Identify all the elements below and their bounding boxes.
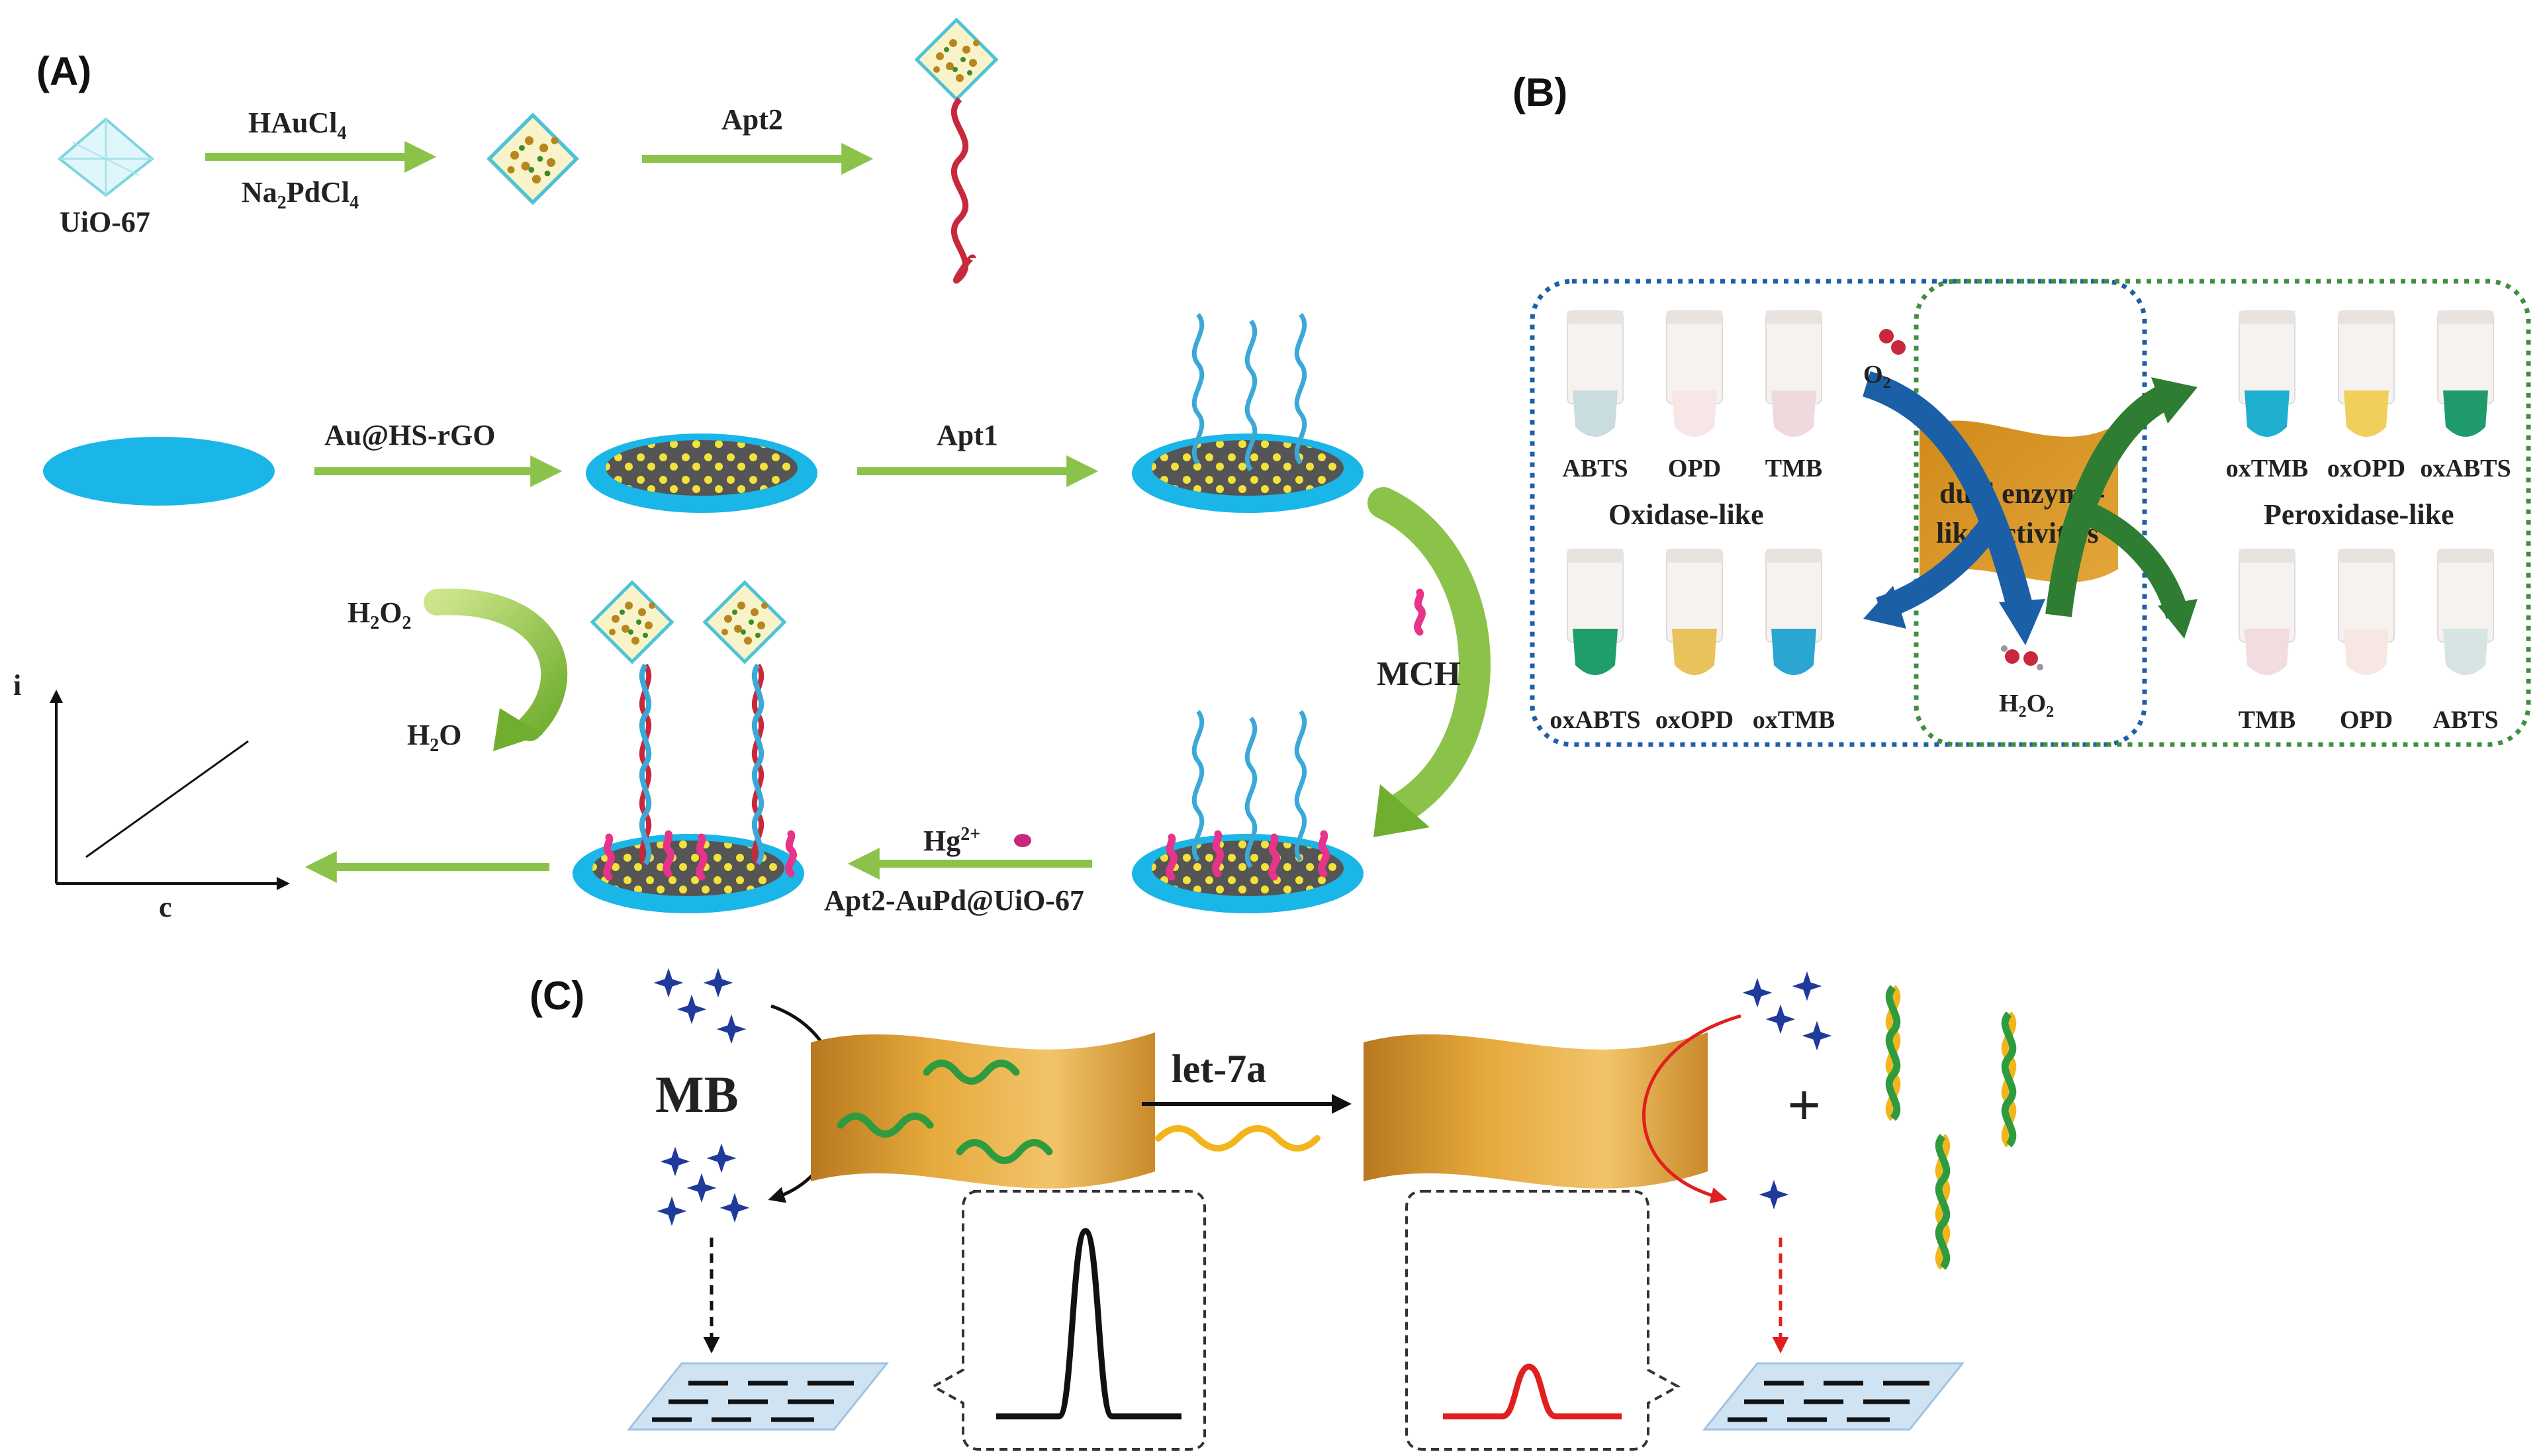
- dna-duplex-3: [1939, 1136, 1947, 1267]
- test-tube: [2239, 549, 2295, 675]
- electrode-plate-left: [626, 1362, 890, 1431]
- curved-arrow-mch: [1367, 487, 1491, 827]
- test-tube: [2437, 310, 2494, 437]
- peroxidase-arrow-right: [2074, 498, 2190, 619]
- test-tube: [1567, 310, 1624, 437]
- signal-low-callout: [1405, 1190, 1681, 1451]
- uio67-label: UiO-67: [60, 206, 150, 238]
- tube-label: TMB: [1765, 455, 1823, 482]
- na2pdcl4-label: Na2PdCl4: [242, 176, 359, 213]
- test-tube: [1567, 549, 1624, 675]
- tube-label: oxOPD: [2327, 455, 2405, 482]
- apt2-label: Apt2: [721, 103, 783, 136]
- hg-label: Hg2+: [923, 824, 980, 857]
- h2o2-molecule: [2001, 645, 2043, 670]
- panel-b-label: (B): [1512, 70, 1567, 114]
- tube-label: oxABTS: [2420, 455, 2511, 482]
- panel-a-label: (A): [36, 49, 91, 93]
- mb-cluster-top: [653, 968, 747, 1044]
- rgo-electrode: [586, 433, 817, 513]
- panel-c-label: (C): [530, 974, 584, 1018]
- tube-label: oxOPD: [1655, 706, 1734, 734]
- electrode-plate-right: [1702, 1362, 1965, 1431]
- test-tube: [2338, 549, 2395, 675]
- dna-duplex-1: [1889, 987, 1897, 1118]
- plus-sign: +: [1787, 1073, 1821, 1138]
- axis-c-label: c: [159, 891, 172, 923]
- o2-label: O2: [1863, 361, 1891, 392]
- hg-ion: [1014, 834, 1031, 847]
- oxidase-arrow-head-left: [1863, 586, 1906, 629]
- tube-label: OPD: [2340, 706, 2393, 734]
- aupd-uio67-particle: [489, 115, 577, 203]
- test-tube: [2437, 549, 2494, 675]
- apt1-label: Apt1: [937, 419, 998, 451]
- o2-molecule: [1879, 329, 1906, 355]
- tube-label: TMB: [2239, 706, 2296, 734]
- dna-duplex-2: [2005, 1014, 2013, 1145]
- bare-electrode: [43, 437, 275, 506]
- axis-i-label: i: [13, 669, 21, 702]
- peroxidase-dotted-box: [1914, 279, 2531, 747]
- peroxidase-title: Peroxidase-like: [2264, 498, 2454, 531]
- mch-molecule: [1418, 592, 1422, 632]
- tube-label: oxTMB: [1753, 706, 1835, 734]
- oxidase-title: Oxidase-like: [1608, 498, 1764, 531]
- peroxidase-tubes-bottom: TMB OPD ABTS: [2239, 549, 2499, 734]
- mb-label: MB: [655, 1066, 739, 1123]
- peroxidase-tubes-top: oxTMB oxOPD oxABTS: [2226, 310, 2511, 482]
- tube-label: OPD: [1668, 455, 1721, 482]
- test-tube: [1666, 310, 1723, 437]
- peroxidase-arrow-head-right: [2158, 599, 2198, 639]
- signal-high-callout: [930, 1190, 1206, 1451]
- mch-label: MCH: [1377, 655, 1461, 693]
- tube-label: ABTS: [1562, 455, 1628, 482]
- tube-label: oxTMB: [2226, 455, 2309, 482]
- sandwich-electrode: [573, 582, 804, 913]
- probe-label: Apt2-AuPd@UiO-67: [824, 884, 1084, 917]
- test-tube: [2338, 310, 2395, 437]
- mb-cluster-right: [1742, 971, 1832, 1051]
- oxidase-dotted-box: [1530, 279, 2147, 747]
- nanosheet-with-probes: [811, 1032, 1155, 1189]
- hauclo4-label: HAuCl4: [248, 107, 346, 144]
- calibration-plot: [50, 690, 290, 890]
- test-tube: [1765, 310, 1822, 437]
- uio67-octahedron: [57, 117, 155, 197]
- let7a-strand: [1155, 1125, 1320, 1152]
- apt1-mch-electrode: [1132, 711, 1364, 913]
- oxidase-arrow-head-down: [1999, 599, 2045, 645]
- test-tube: [1765, 549, 1822, 675]
- tube-label: oxABTS: [1550, 706, 1640, 734]
- h2o2-label-b: H2O2: [1999, 690, 2054, 721]
- au-hs-rgo-label: Au@HS-rGO: [324, 419, 496, 451]
- mb-cluster-bottom: [657, 1143, 750, 1226]
- h2o-label-a: H2O: [407, 719, 461, 756]
- oxidase-arrow-down: [1862, 371, 2035, 619]
- test-tube: [1666, 549, 1723, 675]
- nanosheet-empty: [1364, 1032, 1708, 1189]
- let7a-label: let-7a: [1172, 1047, 1266, 1091]
- mb-single: [1759, 1179, 1789, 1210]
- curved-arrow-h2o2: [424, 588, 568, 741]
- oxidase-tubes-top: ABTS OPD TMB: [1562, 310, 1823, 482]
- h2o2-label-a: H2O2: [347, 596, 411, 633]
- oxidase-tubes-bottom: oxABTS oxOPD oxTMB: [1550, 549, 1835, 734]
- apt2-probe: [917, 20, 996, 284]
- curved-arrow-head-mch: [1373, 784, 1430, 837]
- mb-adsorb-arrow: [1642, 1014, 1741, 1204]
- tube-label: ABTS: [2432, 706, 2498, 734]
- peroxidase-arrow-head-up: [2151, 377, 2198, 424]
- apt1-electrode: [1132, 314, 1364, 513]
- curved-arrow-head-h2o2: [493, 708, 543, 751]
- peroxidase-arrow-up: [2045, 385, 2171, 617]
- test-tube: [2239, 310, 2295, 437]
